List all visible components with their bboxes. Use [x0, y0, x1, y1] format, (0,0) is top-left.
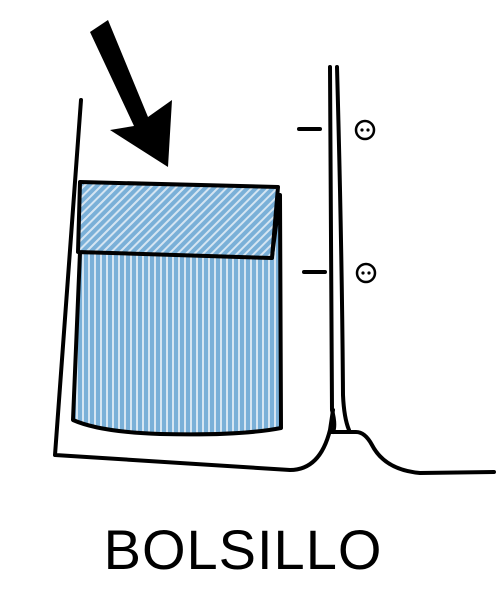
placket-right-line: [335, 65, 351, 432]
arrow-icon: [90, 20, 172, 167]
pocket-flap: [76, 180, 280, 260]
placket-left-line: [328, 65, 337, 434]
button-icon: [355, 262, 377, 284]
button-icon: [354, 119, 376, 141]
caption-label: BOLSILLO: [103, 518, 383, 581]
placket-bottom: [328, 430, 496, 475]
